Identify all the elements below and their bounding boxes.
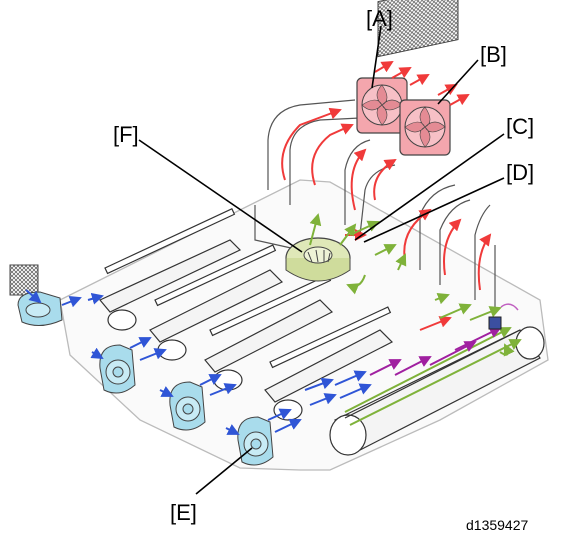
figure-id: d1359427	[466, 517, 529, 533]
callout-c: [C]	[506, 114, 534, 139]
callout-e: [E]	[170, 500, 197, 525]
callout-b: [B]	[480, 42, 507, 67]
callout-f: [F]	[113, 122, 139, 147]
callout-d: [D]	[506, 160, 534, 185]
intake-fan-icon	[10, 265, 62, 326]
leader-d	[364, 178, 504, 242]
exhaust-fan-icon	[400, 100, 450, 155]
leader-b	[438, 60, 478, 104]
callout-a: [A]	[366, 6, 393, 31]
